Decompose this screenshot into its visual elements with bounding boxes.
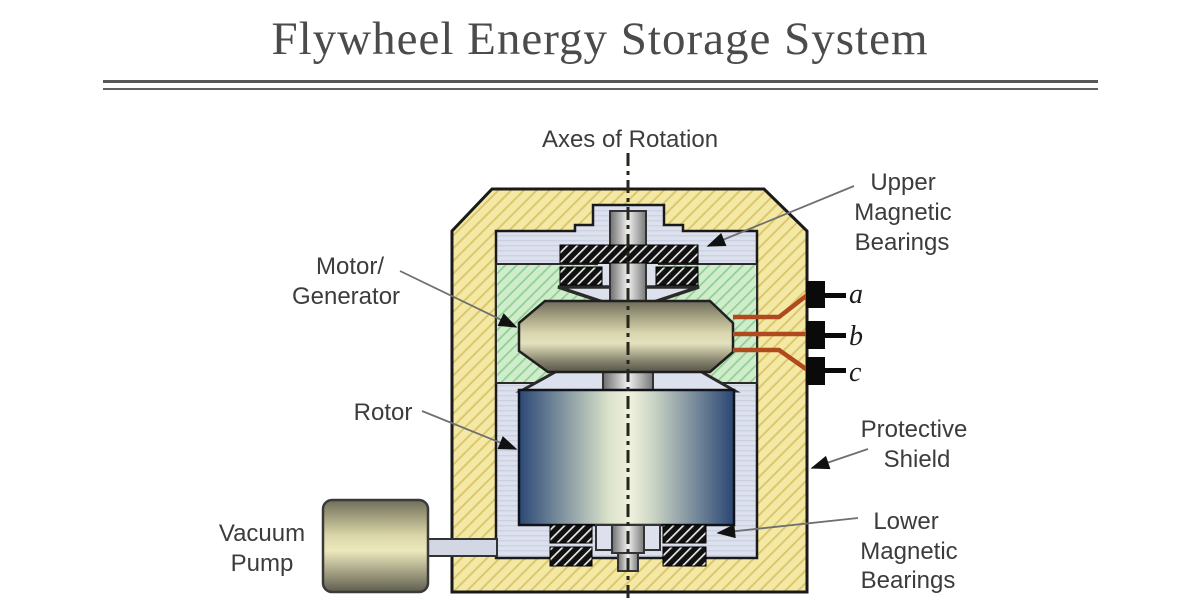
protective-shield-leader-line [810,448,869,470]
page-title: Flywheel Energy Storage System [271,13,929,65]
protective-shield-label: Protective Shield [861,416,968,473]
svg-text:Pump: Pump [231,550,294,577]
rotor-label: Rotor [354,399,413,426]
svg-text:Vacuum: Vacuum [219,520,305,547]
svg-text:Bearings: Bearings [861,567,956,594]
rotor-leader-line [421,410,518,450]
vacuum-pump-label: Vacuum Pump [219,520,305,577]
upper-magnetic-bearings-label: Upper Magnetic Bearings [854,169,951,256]
svg-text:Shield: Shield [884,446,951,473]
vacuum-pump [321,498,430,594]
terminal-a [806,281,846,308]
axis-of-rotation-label: Axes of Rotation [542,126,718,153]
terminal-b-label: b [849,321,863,352]
svg-text:Bearings: Bearings [855,229,950,256]
svg-text:Generator: Generator [292,283,400,310]
svg-text:Motor/: Motor/ [316,253,384,280]
svg-text:Magnetic: Magnetic [860,538,957,565]
lower-magnetic-bearings-label: Lower Magnetic Bearings [860,508,957,594]
terminal-b [806,321,846,349]
svg-text:Protective: Protective [861,416,968,443]
motor-generator [517,299,735,374]
motor-generator-leader-line [399,270,518,328]
terminal-a-label: a [849,279,863,310]
lower-magnetic-bearings [549,524,707,567]
svg-text:Lower: Lower [873,508,938,535]
motor-generator-label: Motor/ Generator [292,253,400,310]
lower-bearings-leader-line [716,517,859,539]
svg-text:Magnetic: Magnetic [854,199,951,226]
terminal-c-label: c [849,357,862,388]
vacuum-pipe [426,538,498,557]
upper-bearings-leader-line [706,185,855,247]
title-underline-bottom [103,88,1098,90]
terminal-c [806,357,846,385]
svg-text:Upper: Upper [870,169,935,196]
title-underline-top [103,80,1098,83]
